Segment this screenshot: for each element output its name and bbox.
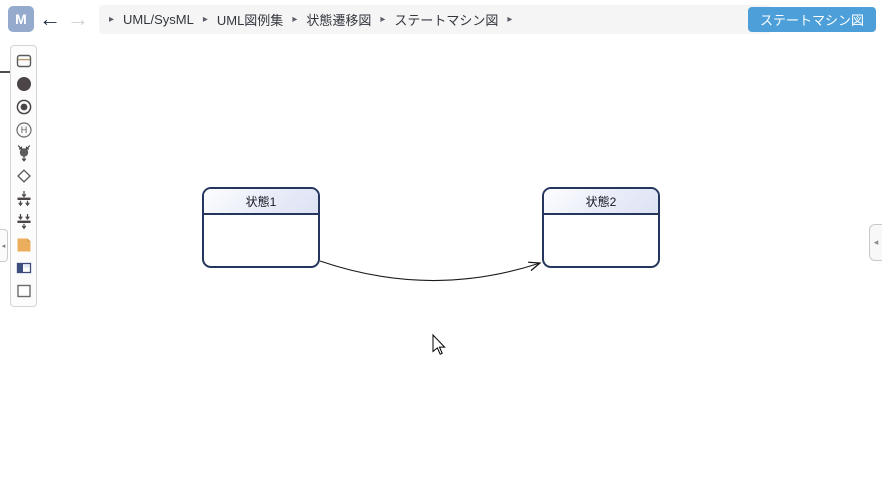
right-panel-collapse-handle[interactable]: ◂ — [869, 224, 882, 261]
statemachine-diagram-button[interactable]: ステートマシン図 — [747, 7, 876, 32]
forward-icon: → — [67, 6, 89, 31]
breadcrumb-item-statemachine[interactable]: ステートマシン図 — [394, 13, 499, 28]
rectangle-tool-icon[interactable] — [14, 282, 33, 300]
frame-tool-icon[interactable] — [14, 259, 33, 277]
svg-text:H: H — [20, 125, 27, 135]
breadcrumb-item-uml-sysml[interactable]: UML/SysML — [123, 12, 194, 27]
breadcrumb-separator-icon: ▸ — [202, 14, 208, 25]
collapse-left-icon: ◂ — [1, 242, 6, 250]
state-title[interactable]: 状態1 — [204, 189, 318, 215]
collapse-right-icon: ◂ — [873, 237, 879, 247]
left-panel-collapse-handle[interactable]: ◂ — [0, 229, 8, 262]
collapsed-panel-edge — [0, 71, 10, 73]
final-state-tool-icon[interactable] — [14, 98, 33, 116]
junction-tool-icon[interactable] — [14, 144, 33, 162]
fork-tool-icon[interactable] — [14, 190, 33, 208]
breadcrumb-item-uml-examples[interactable]: UML図例集 — [216, 13, 284, 28]
breadcrumb-separator-icon: ▸ — [380, 14, 386, 25]
mouse-cursor-icon — [432, 333, 446, 355]
back-icon[interactable]: ← — [39, 6, 61, 31]
breadcrumb-separator-icon: ▸ — [292, 14, 298, 25]
state-title[interactable]: 状態2 — [544, 189, 658, 215]
tool-palette: H — [10, 45, 37, 307]
note-tool-icon[interactable] — [14, 236, 33, 254]
initial-state-tool-icon[interactable] — [14, 75, 33, 93]
transition-arrow[interactable] — [319, 260, 540, 282]
state-tool-icon[interactable] — [14, 52, 33, 70]
breadcrumb-separator-icon: ▸ — [507, 14, 513, 25]
state-node-1[interactable]: 状態1 — [202, 187, 320, 268]
join-tool-icon[interactable] — [14, 213, 33, 231]
breadcrumb: ▸ UML/SysML ▸ UML図例集 ▸ 状態遷移図 ▸ ステートマシン図 … — [99, 5, 771, 34]
breadcrumb-item-state-transition[interactable]: 状態遷移図 — [306, 13, 372, 28]
state-node-2[interactable]: 状態2 — [542, 187, 660, 268]
top-bar: M ← → ▸ UML/SysML ▸ UML図例集 ▸ 状態遷移図 ▸ ステー… — [0, 0, 882, 40]
choice-tool-icon[interactable] — [14, 167, 33, 185]
shallow-history-tool-icon[interactable]: H — [14, 121, 33, 139]
app-logo[interactable]: M — [8, 6, 34, 32]
breadcrumb-separator-icon: ▸ — [109, 14, 115, 25]
